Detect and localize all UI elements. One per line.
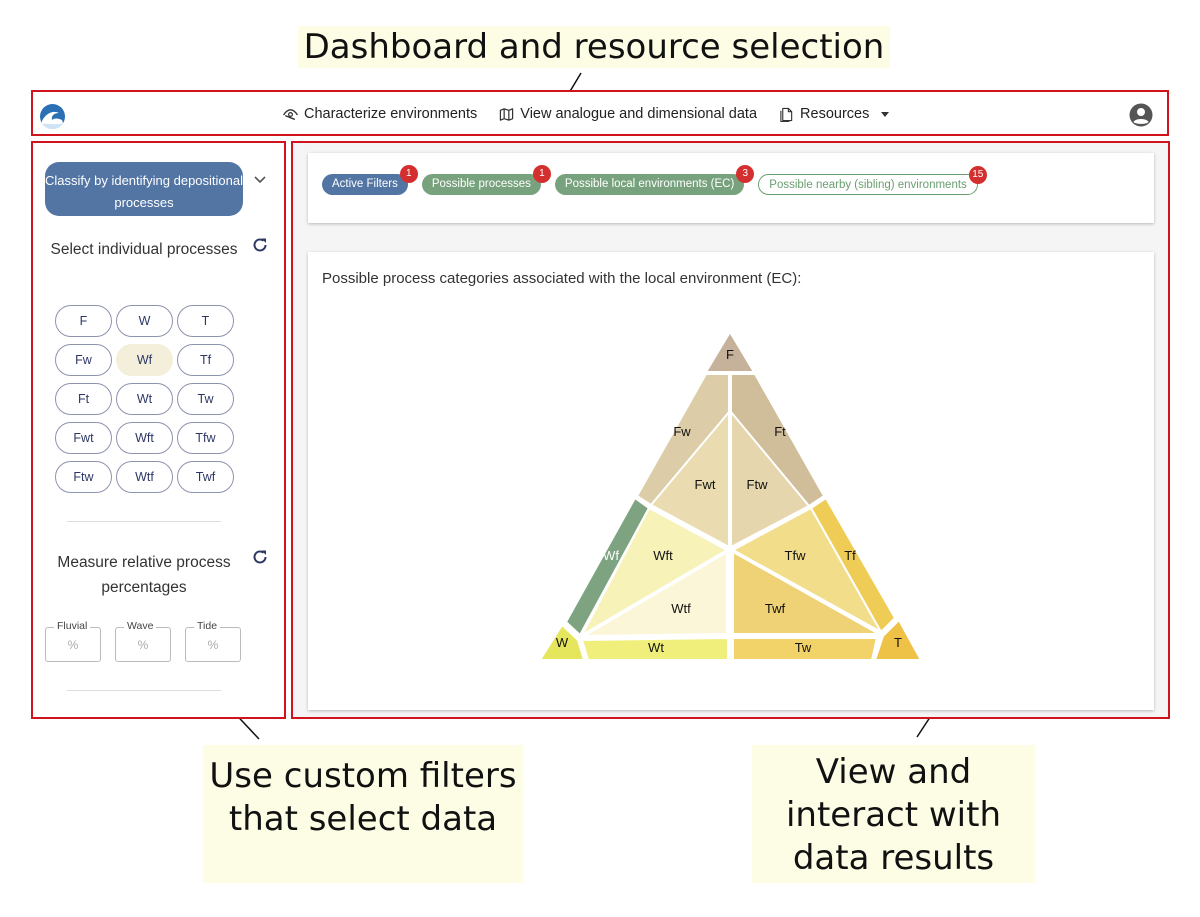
region-label-f: F — [726, 347, 734, 362]
process-chip-tfw[interactable]: Tfw — [177, 422, 234, 454]
field-placeholder: % — [207, 638, 219, 652]
region-label-wtf: Wtf — [671, 601, 691, 616]
process-chip-wtf[interactable]: Wtf — [116, 461, 173, 493]
region-label-w: W — [556, 635, 569, 650]
process-chip-ft[interactable]: Ft — [55, 383, 112, 415]
region-wtf[interactable] — [580, 550, 728, 638]
region-f[interactable] — [704, 330, 756, 373]
region-label-tf: Tf — [844, 548, 856, 563]
map-icon — [500, 107, 514, 121]
region-label-twf: Twf — [765, 601, 786, 616]
field-label: Fluvial — [54, 620, 91, 632]
classify-by-processes-button[interactable]: Classify by identifying depositional pro… — [45, 162, 243, 216]
badge-label: Possible nearby (sibling) environments — [769, 179, 967, 191]
nav-characterize-environments[interactable]: Characterize environments — [283, 106, 477, 122]
region-tfw[interactable] — [730, 506, 884, 635]
filter-badge-possible-local-environments-ec[interactable]: Possible local environments (EC)3 — [554, 165, 755, 195]
region-t[interactable] — [873, 618, 923, 661]
filter-sidebar: Classify by identifying depositional pro… — [31, 141, 286, 719]
measure-percentages-title: Measure relative process percentages — [57, 554, 231, 596]
region-label-fwt: Fwt — [695, 477, 716, 492]
document-icon — [780, 107, 793, 122]
region-label-t: T — [894, 635, 902, 650]
region-tw[interactable] — [732, 637, 879, 661]
region-twf[interactable] — [732, 550, 883, 635]
callout-filters: Use custom filters that select data — [203, 745, 523, 883]
region-label-tw: Tw — [795, 640, 812, 655]
process-chip-wf[interactable]: Wf — [116, 344, 173, 376]
badge-count: 1 — [399, 165, 418, 183]
account-circle-icon[interactable] — [1129, 103, 1153, 127]
process-chip-ftw[interactable]: Ftw — [55, 461, 112, 493]
process-chip-w[interactable]: W — [116, 305, 173, 337]
region-label-wft: Wft — [653, 548, 673, 563]
badge-label: Active Filters — [332, 178, 398, 190]
chart-heading: Possible process categories associated w… — [322, 270, 802, 287]
badge-label: Possible processes — [431, 178, 531, 190]
callout-dashboard: Dashboard and resource selection — [298, 26, 890, 68]
process-chip-wft[interactable]: Wft — [116, 422, 173, 454]
callout-results: View and interact with data results — [752, 745, 1035, 883]
region-label-tfw: Tfw — [785, 548, 807, 563]
field-label: Tide — [194, 620, 221, 632]
section-divider — [67, 690, 221, 691]
region-wft[interactable] — [579, 506, 730, 638]
tide-percent-field[interactable]: Tide % — [185, 620, 241, 662]
region-label-wt: Wt — [648, 640, 664, 655]
field-placeholder: % — [67, 638, 79, 652]
badge-count: 15 — [968, 166, 987, 184]
nav-resources-dropdown[interactable]: Resources — [779, 106, 890, 122]
section-divider — [67, 521, 221, 522]
refresh-icon[interactable] — [251, 548, 269, 566]
region-label-wf: Wf — [603, 548, 619, 563]
region-wt[interactable] — [580, 636, 729, 661]
process-chip-f[interactable]: F — [55, 305, 112, 337]
region-wf[interactable] — [564, 496, 651, 637]
process-chip-t[interactable]: T — [177, 305, 234, 337]
region-w[interactable] — [538, 623, 586, 661]
chevron-down-icon[interactable] — [253, 175, 267, 185]
top-navbar: Characterize environments View analogue … — [31, 90, 1169, 136]
badge-count: 3 — [736, 165, 755, 183]
nav-view-analogue-data[interactable]: View analogue and dimensional data — [499, 106, 757, 122]
refresh-icon[interactable] — [251, 236, 269, 254]
wave-logo-icon[interactable] — [40, 104, 65, 129]
region-fwt[interactable] — [649, 409, 730, 549]
badge-count: 1 — [532, 165, 551, 183]
field-label: Wave — [124, 620, 157, 632]
nav-label: View analogue and dimensional data — [520, 106, 758, 122]
process-chip-tf[interactable]: Tf — [177, 344, 234, 376]
caret-down-icon — [881, 111, 890, 117]
process-chip-wt[interactable]: Wt — [116, 383, 173, 415]
process-chip-twf[interactable]: Twf — [177, 461, 234, 493]
process-chip-fwt[interactable]: Fwt — [55, 422, 112, 454]
region-label-ft: Ft — [774, 424, 786, 439]
process-chip-fw[interactable]: Fw — [55, 344, 112, 376]
fluvial-percent-field[interactable]: Fluvial % — [45, 620, 101, 662]
region-ftw[interactable] — [730, 409, 811, 549]
nav-label: Characterize environments — [304, 106, 478, 122]
process-chip-tw[interactable]: Tw — [177, 383, 234, 415]
badge-label: Possible local environments (EC) — [564, 178, 735, 190]
region-label-fw: Fw — [673, 424, 691, 439]
wave-percent-field[interactable]: Wave % — [115, 620, 171, 662]
nav-label: Resources — [800, 106, 870, 122]
region-label-ftw: Ftw — [747, 477, 769, 492]
ternary-chart-card: Possible process categories associated w… — [308, 252, 1154, 710]
select-processes-title: Select individual processes — [50, 241, 238, 258]
eye-slash-icon — [283, 108, 298, 120]
field-placeholder: % — [137, 638, 149, 652]
